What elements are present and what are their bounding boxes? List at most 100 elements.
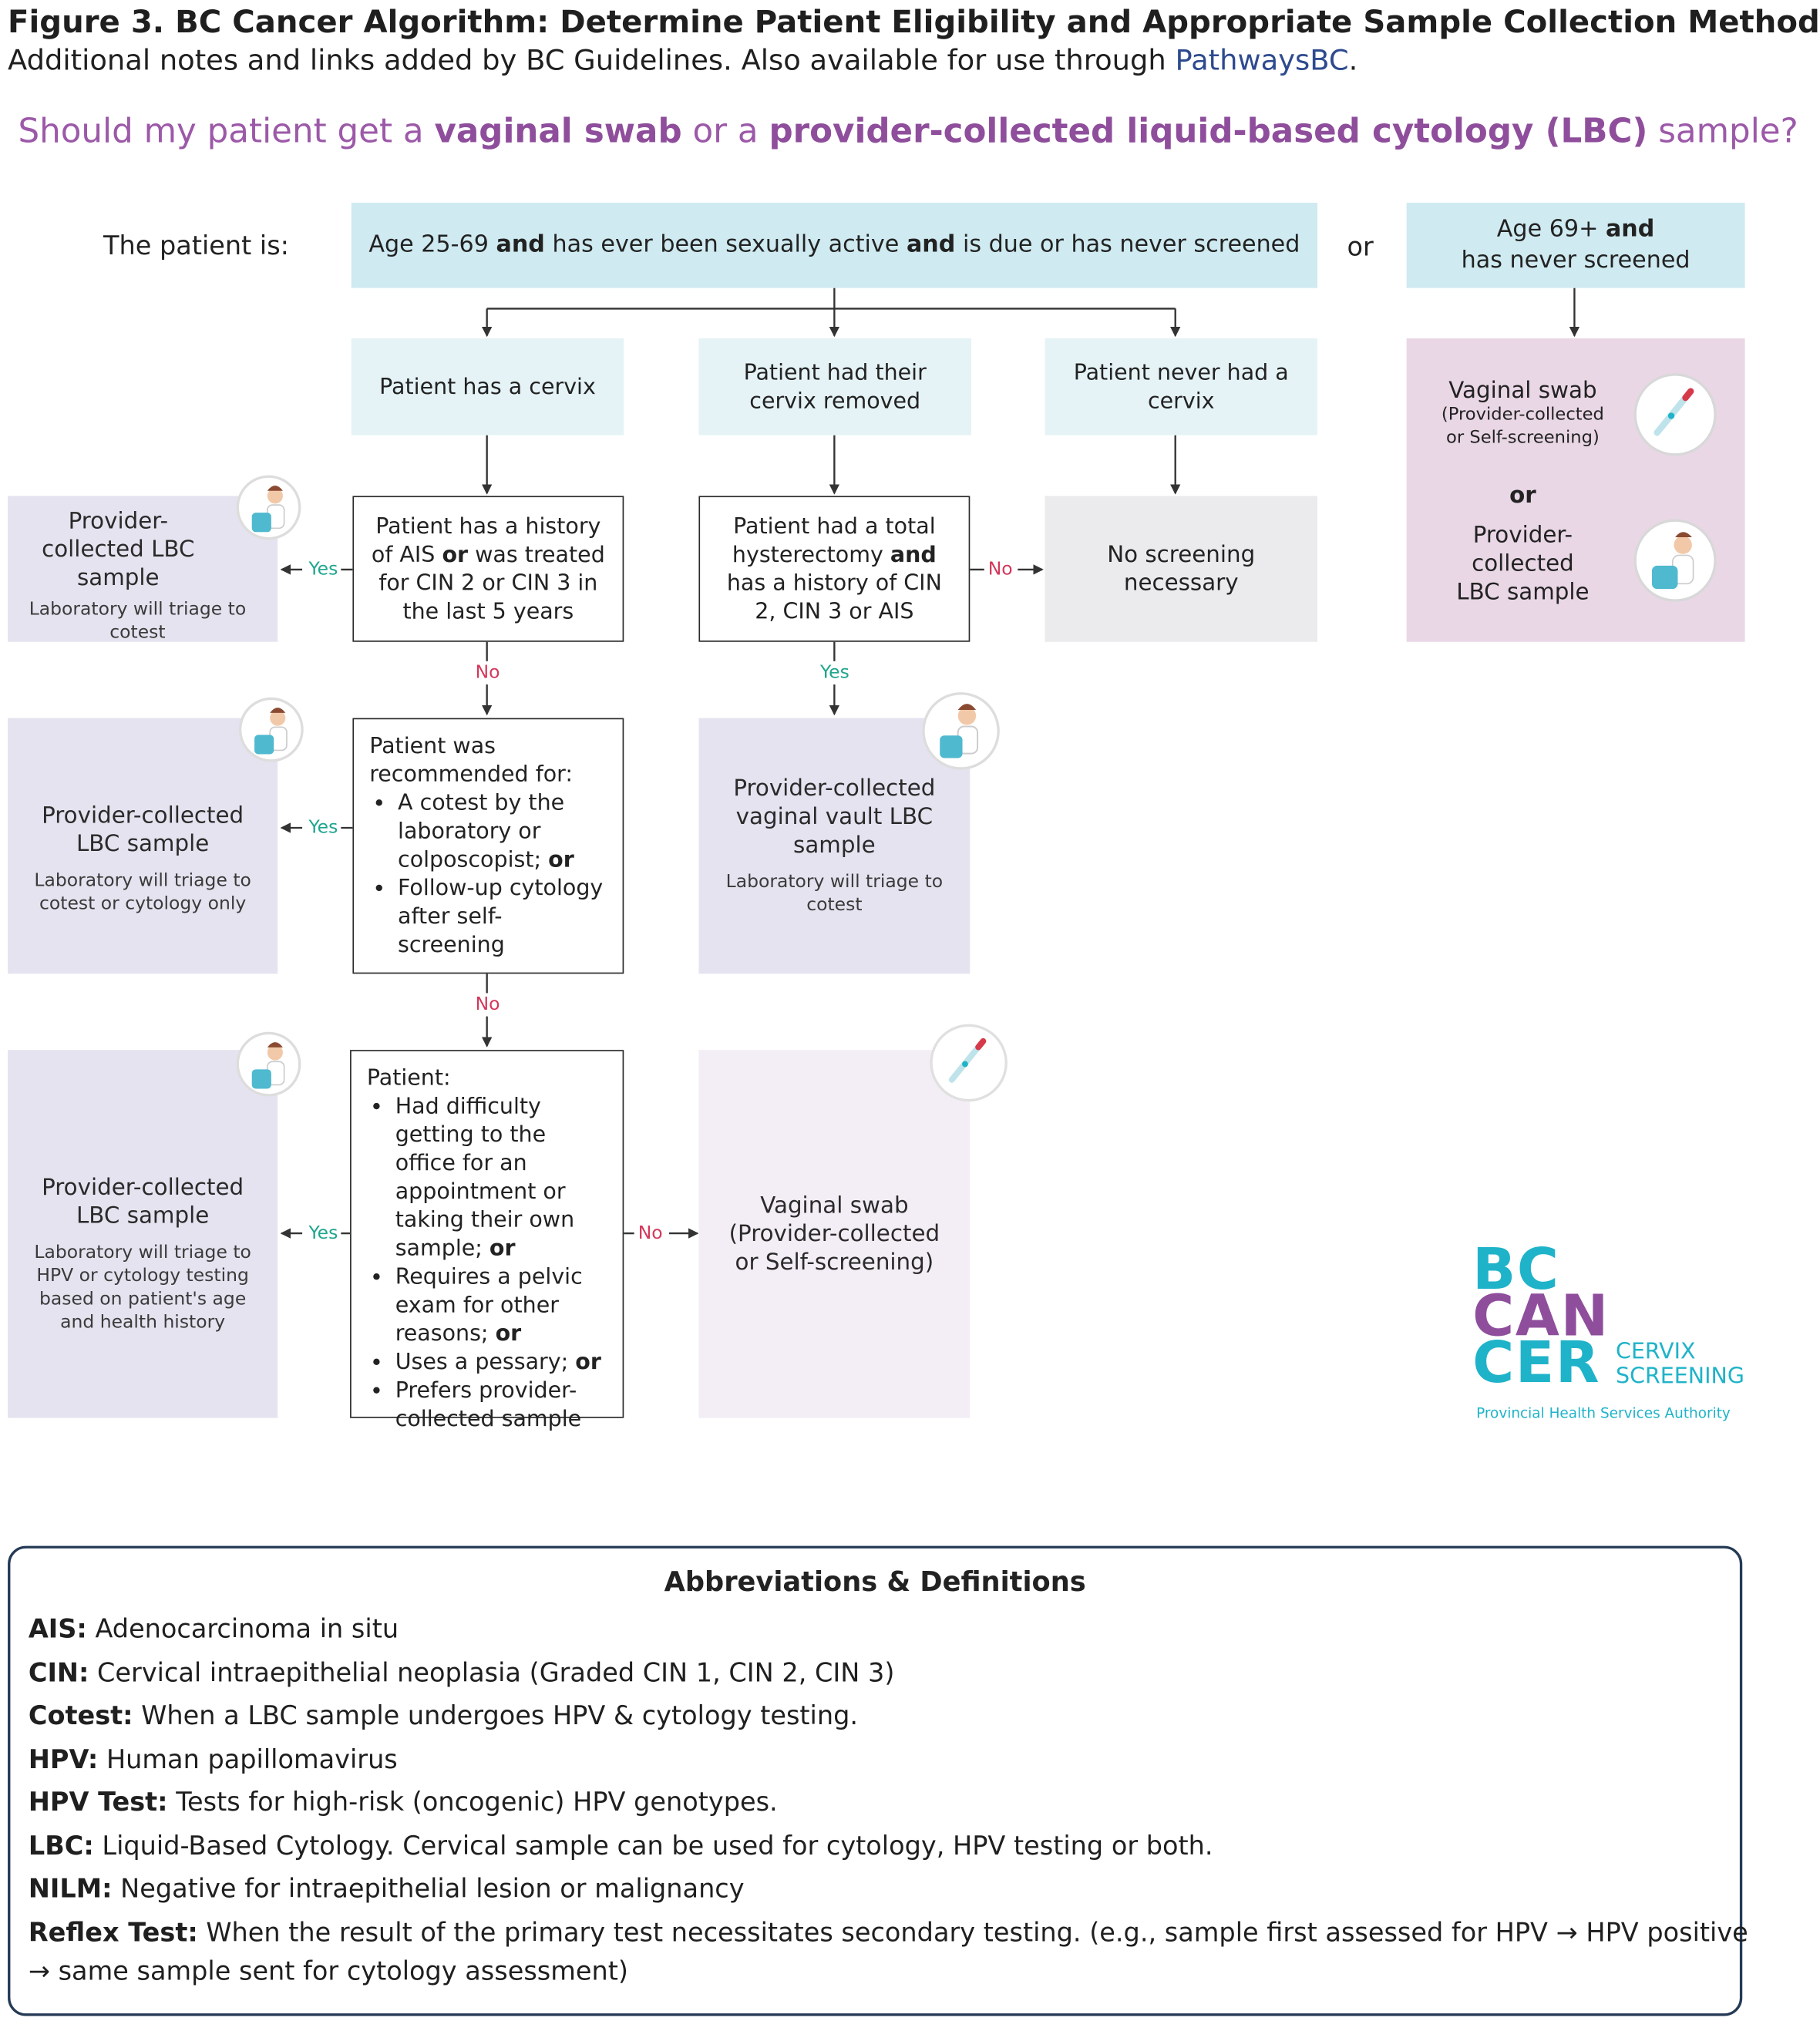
text-bold: or	[442, 541, 469, 568]
result-note: Laboratory will triage to HPV or cytolog…	[34, 1241, 251, 1333]
eligibility-age-25-69: Age 25-69 and has ever been sexually act…	[351, 203, 1318, 288]
or-label: or	[1347, 230, 1374, 263]
provider-icon	[236, 1031, 301, 1097]
result-title: Provider-collected vaginal vault LBC sam…	[733, 775, 936, 859]
swab-icon	[1633, 373, 1717, 456]
logo-screening: SCREENING	[1616, 1364, 1744, 1390]
definition-text: Cervical intraepithelial neoplasia (Grad…	[89, 1656, 895, 1688]
result-title: Provider-collected LBC sample	[42, 508, 195, 591]
no-label: No	[473, 662, 503, 684]
text-bold: or	[489, 1236, 516, 1262]
branch-never-cervix: Patient never had a cervix	[1045, 338, 1318, 435]
definition-text: Tests for high-risk (oncogenic) HPV geno…	[167, 1786, 778, 1818]
definition-term: HPV:	[28, 1743, 99, 1775]
definition-item: NILM: Negative for intraepithelial lesio…	[29, 1872, 745, 1903]
result-lbc-cotest: Provider-collected LBC sample Laboratory…	[8, 496, 278, 643]
pathways-link[interactable]: PathwaysBC	[1175, 45, 1349, 78]
result-lbc-cotest-or-cytology: Provider-collected LBC sample Laboratory…	[8, 718, 278, 974]
definition-term: LBC:	[28, 1830, 94, 1861]
definition-text: Negative for intraepithelial lesion or m…	[112, 1872, 745, 1904]
question-part: sample?	[1647, 112, 1798, 152]
list-item: Uses a pessary; or	[395, 1348, 607, 1377]
text-bold: or	[495, 1321, 522, 1347]
right-or: or	[1509, 483, 1536, 509]
definition-item: AIS: Adenocarcinoma in situ	[29, 1613, 399, 1644]
no-label: No	[635, 1222, 665, 1244]
text: A cotest by the laboratory or colposcopi…	[398, 790, 565, 873]
question-patient-preferences: Patient: Had difficulty getting to the o…	[350, 1050, 624, 1432]
text: Uses a pessary;	[395, 1349, 576, 1376]
no-screening-box: No screening necessary	[1045, 496, 1318, 642]
list-item: Requires a pelvic exam for other reasons…	[395, 1263, 607, 1349]
right-swab-title: Vaginal swab	[1448, 378, 1597, 405]
text: has never screened	[1461, 247, 1690, 274]
text: was treated for CIN 2 or CIN 3 in the la…	[378, 541, 605, 625]
result-note: Laboratory will triage to cotest	[29, 598, 247, 643]
branch-cervix-removed: Patient had their cervix removed	[698, 338, 971, 435]
result-vaginal-swab: Vaginal swab (Provider-collected or Self…	[698, 1050, 971, 1418]
definition-term: HPV Test:	[28, 1786, 168, 1818]
question-heading: Should my patient get a vaginal swab or …	[18, 113, 1798, 151]
definition-item: HPV: Human papillomavirus	[29, 1744, 398, 1774]
right-swab-sub: (Provider-collected or Self-screening)	[1441, 404, 1604, 448]
text: Prefers provider-collected sample	[395, 1377, 582, 1433]
logo-line: CAN	[1472, 1283, 1610, 1350]
subtitle-period: .	[1348, 45, 1358, 78]
question-bold: vaginal swab	[434, 112, 682, 152]
text: Patient was recommended for:	[369, 733, 573, 789]
preferences-list: Had difficulty getting to the office for…	[367, 1092, 607, 1433]
subtitle-text: Additional notes and links added by BC G…	[8, 45, 1176, 78]
definition-item: → same sample sent for cytology assessme…	[29, 1955, 628, 1986]
text: Patient had a total hysterectomy	[732, 513, 936, 568]
yes-label: Yes	[306, 1222, 341, 1244]
figure-title: Figure 3. BC Cancer Algorithm: Determine…	[8, 4, 1820, 40]
question-recommended-for: Patient was recommended for: A cotest by…	[352, 718, 624, 974]
result-title: Provider-collected LBC sample	[42, 1174, 244, 1229]
text-bold: or	[575, 1349, 601, 1376]
question-ais-history: Patient has a history of AIS or was trea…	[352, 496, 624, 642]
text: Age 25-69	[368, 230, 496, 259]
text-bold: and	[890, 541, 937, 568]
text-bold: and	[1605, 215, 1655, 243]
text: Had difficulty getting to the office for…	[395, 1094, 575, 1262]
result-note: Laboratory will triage to cotest	[725, 871, 944, 916]
eligibility-age-69-plus: Age 69+ and has never screened	[1406, 203, 1745, 288]
definition-term: AIS:	[28, 1612, 87, 1644]
list-item: Had difficulty getting to the office for…	[395, 1092, 607, 1263]
definition-text: Adenocarcinoma in situ	[86, 1612, 399, 1644]
logo-cervix: CERVIX	[1616, 1339, 1696, 1366]
result-title: Vaginal swab	[760, 1192, 909, 1219]
question-part: or a	[681, 112, 769, 152]
result-sub: (Provider-collected or Self-screening)	[728, 1221, 940, 1276]
result-title: Provider-collected LBC sample	[42, 803, 244, 858]
logo-authority: Provincial Health Services Authority	[1476, 1404, 1731, 1422]
branch-has-cervix: Patient has a cervix	[351, 338, 624, 435]
definition-term: Cotest:	[28, 1699, 133, 1731]
result-note: Laboratory will triage to cotest or cyto…	[34, 870, 251, 915]
result-vaginal-vault-lbc: Provider-collected vaginal vault LBC sam…	[698, 718, 971, 974]
text-bold: and	[496, 230, 545, 259]
question-bold: provider-collected liquid-based cytology…	[769, 112, 1648, 152]
definition-item: HPV Test: Tests for high-risk (oncogenic…	[29, 1786, 778, 1817]
text-bold: or	[548, 847, 574, 873]
question-part: Should my patient get a	[18, 112, 435, 152]
age69-outcome-panel: Vaginal swab (Provider-collected or Self…	[1406, 338, 1745, 642]
text-bold: and	[906, 230, 956, 259]
no-label: No	[985, 559, 1016, 580]
definition-term: CIN:	[28, 1656, 89, 1688]
definition-text: When a LBC sample undergoes HPV & cytolo…	[133, 1699, 859, 1731]
right-lbc: Provider-collected LBC sample	[1456, 523, 1590, 606]
definition-term: NILM:	[28, 1872, 113, 1904]
text: has a history of CIN 2, CIN 3 or AIS	[726, 570, 942, 625]
no-label: No	[473, 994, 503, 1015]
definition-term: Reflex Test:	[28, 1916, 198, 1948]
figure-subtitle: Additional notes and links added by BC G…	[8, 45, 1357, 78]
swab-icon	[930, 1024, 1008, 1102]
provider-icon	[922, 692, 1000, 770]
definition-item: CIN: Cervical intraepithelial neoplasia …	[29, 1657, 895, 1688]
definition-text: Liquid-Based Cytology. Cervical sample c…	[93, 1830, 1213, 1861]
flow-connectors	[280, 288, 1580, 1239]
list-item: Prefers provider-collected sample	[395, 1377, 607, 1434]
definition-text: When the result of the primary test nece…	[197, 1916, 1748, 1948]
provider-icon	[238, 697, 304, 762]
